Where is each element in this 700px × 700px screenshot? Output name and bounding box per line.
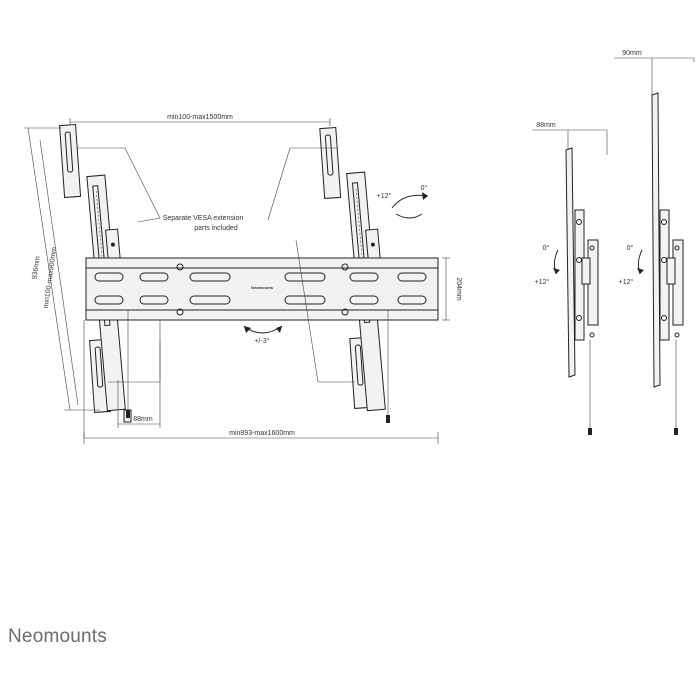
side2-zero-label: 0°	[627, 244, 634, 252]
wall-plate: Neomounts	[85, 257, 439, 321]
dimension-vesa-width: min100-max1500mm	[69, 114, 331, 126]
side1-dimension-depth: 88mm	[532, 122, 608, 155]
side1-depth-label: 88mm	[536, 122, 556, 129]
dimension-rail-height: 204mm	[442, 257, 462, 321]
brand-logo-text: Neomounts	[8, 626, 107, 647]
panel-width-label: min893-max1600mm	[229, 430, 295, 437]
swivel-label: +/-3°	[254, 337, 269, 345]
extension-callout: Separate VESA extension parts included	[78, 147, 355, 383]
right-extension-upper	[319, 126, 342, 199]
side2-dimension-depth: 90mm	[614, 50, 695, 95]
side-view-2: 90mm 0° +12°	[614, 50, 695, 435]
total-height-label: 936mm	[31, 256, 41, 280]
front-view: min100-max1500mm	[24, 114, 462, 444]
side1-screen	[565, 147, 576, 378]
dimension-front-depth: 88mm	[117, 320, 161, 428]
dimension-total-height: 936mm	[24, 127, 100, 411]
extension-note-line2: parts included	[194, 225, 238, 232]
plate-brand-label: Neomounts	[251, 285, 274, 290]
dimension-panel-width: min893-max1600mm	[83, 320, 439, 444]
side2-screen	[651, 92, 661, 388]
front-depth-label: 88mm	[133, 416, 153, 423]
side1-tilt-label: +12°	[535, 278, 550, 286]
left-extension-upper	[59, 123, 82, 199]
vesa-height-label: min100-max900mm	[43, 247, 59, 309]
rail-height-label: 204mm	[455, 277, 462, 301]
release-cords	[126, 310, 390, 423]
tilt-indicator: +12° 0°	[377, 184, 429, 219]
side2-depth-label: 90mm	[622, 50, 642, 57]
tilt-up-label: +12°	[377, 192, 392, 200]
vesa-width-label: min100-max1500mm	[167, 114, 233, 121]
side-view-1: 88mm 0° +12°	[532, 122, 608, 435]
tilt-zero-label: 0°	[421, 184, 428, 192]
side1-zero-label: 0°	[543, 244, 550, 252]
side2-tilt-label: +12°	[619, 278, 634, 286]
extension-note-line1: Separate VESA extension	[163, 215, 244, 222]
swivel-indicator: +/-3°	[243, 325, 283, 345]
